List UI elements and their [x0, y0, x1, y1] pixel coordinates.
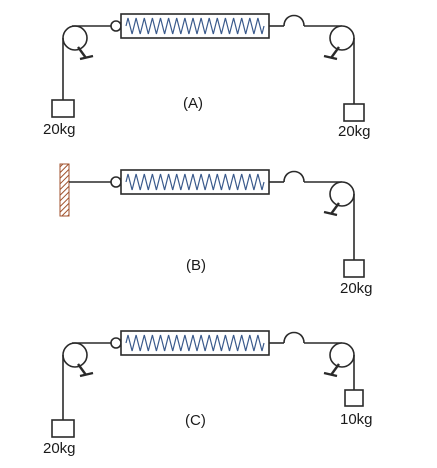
right-pulley: [329, 25, 355, 51]
left-mass: [51, 99, 75, 118]
string-loop: [283, 14, 305, 27]
left-pulley-clamp-foot: [79, 371, 94, 378]
right-pulley-clamp-foot: [323, 54, 338, 61]
right-pulley: [329, 342, 355, 368]
spring-coil: [125, 173, 265, 191]
left-mass: [51, 419, 75, 438]
right-pulley-clamp-foot: [323, 371, 338, 378]
panel-a: 20kg 20kg (A): [43, 13, 371, 140]
spring-hook: [110, 20, 122, 32]
right-pulley: [329, 181, 355, 207]
right-mass-label: 20kg: [338, 123, 371, 140]
left-pulley-clamp-foot: [79, 54, 94, 61]
left-pulley: [62, 342, 88, 368]
spring-hook: [110, 176, 122, 188]
right-pulley-clamp-foot: [323, 210, 338, 217]
panel-label: (C): [185, 412, 206, 429]
left-pulley-clamp: [77, 363, 87, 376]
right-pulley-clamp: [330, 363, 340, 376]
right-pulley-clamp: [330, 202, 340, 215]
panel-c: 20kg 10kg (C): [43, 330, 373, 457]
left-pulley-clamp: [77, 46, 87, 59]
left-pulley: [62, 25, 88, 51]
right-mass-label: 20kg: [340, 280, 373, 297]
panel-label: (B): [186, 257, 206, 274]
spring-coil: [125, 17, 265, 35]
left-mass-label: 20kg: [43, 440, 76, 457]
string-loop: [283, 331, 305, 344]
right-mass: [343, 259, 365, 278]
spring-hook: [110, 337, 122, 349]
panel-label: (A): [183, 95, 203, 112]
wall: [59, 163, 70, 217]
right-mass: [343, 103, 365, 122]
right-pulley-clamp: [330, 46, 340, 59]
left-mass-label: 20kg: [43, 121, 76, 138]
panel-b: 20kg (B): [59, 163, 373, 297]
right-mass-label: 10kg: [340, 411, 373, 428]
spring-coil: [125, 334, 265, 352]
right-mass: [344, 389, 364, 407]
string-loop: [283, 170, 305, 183]
